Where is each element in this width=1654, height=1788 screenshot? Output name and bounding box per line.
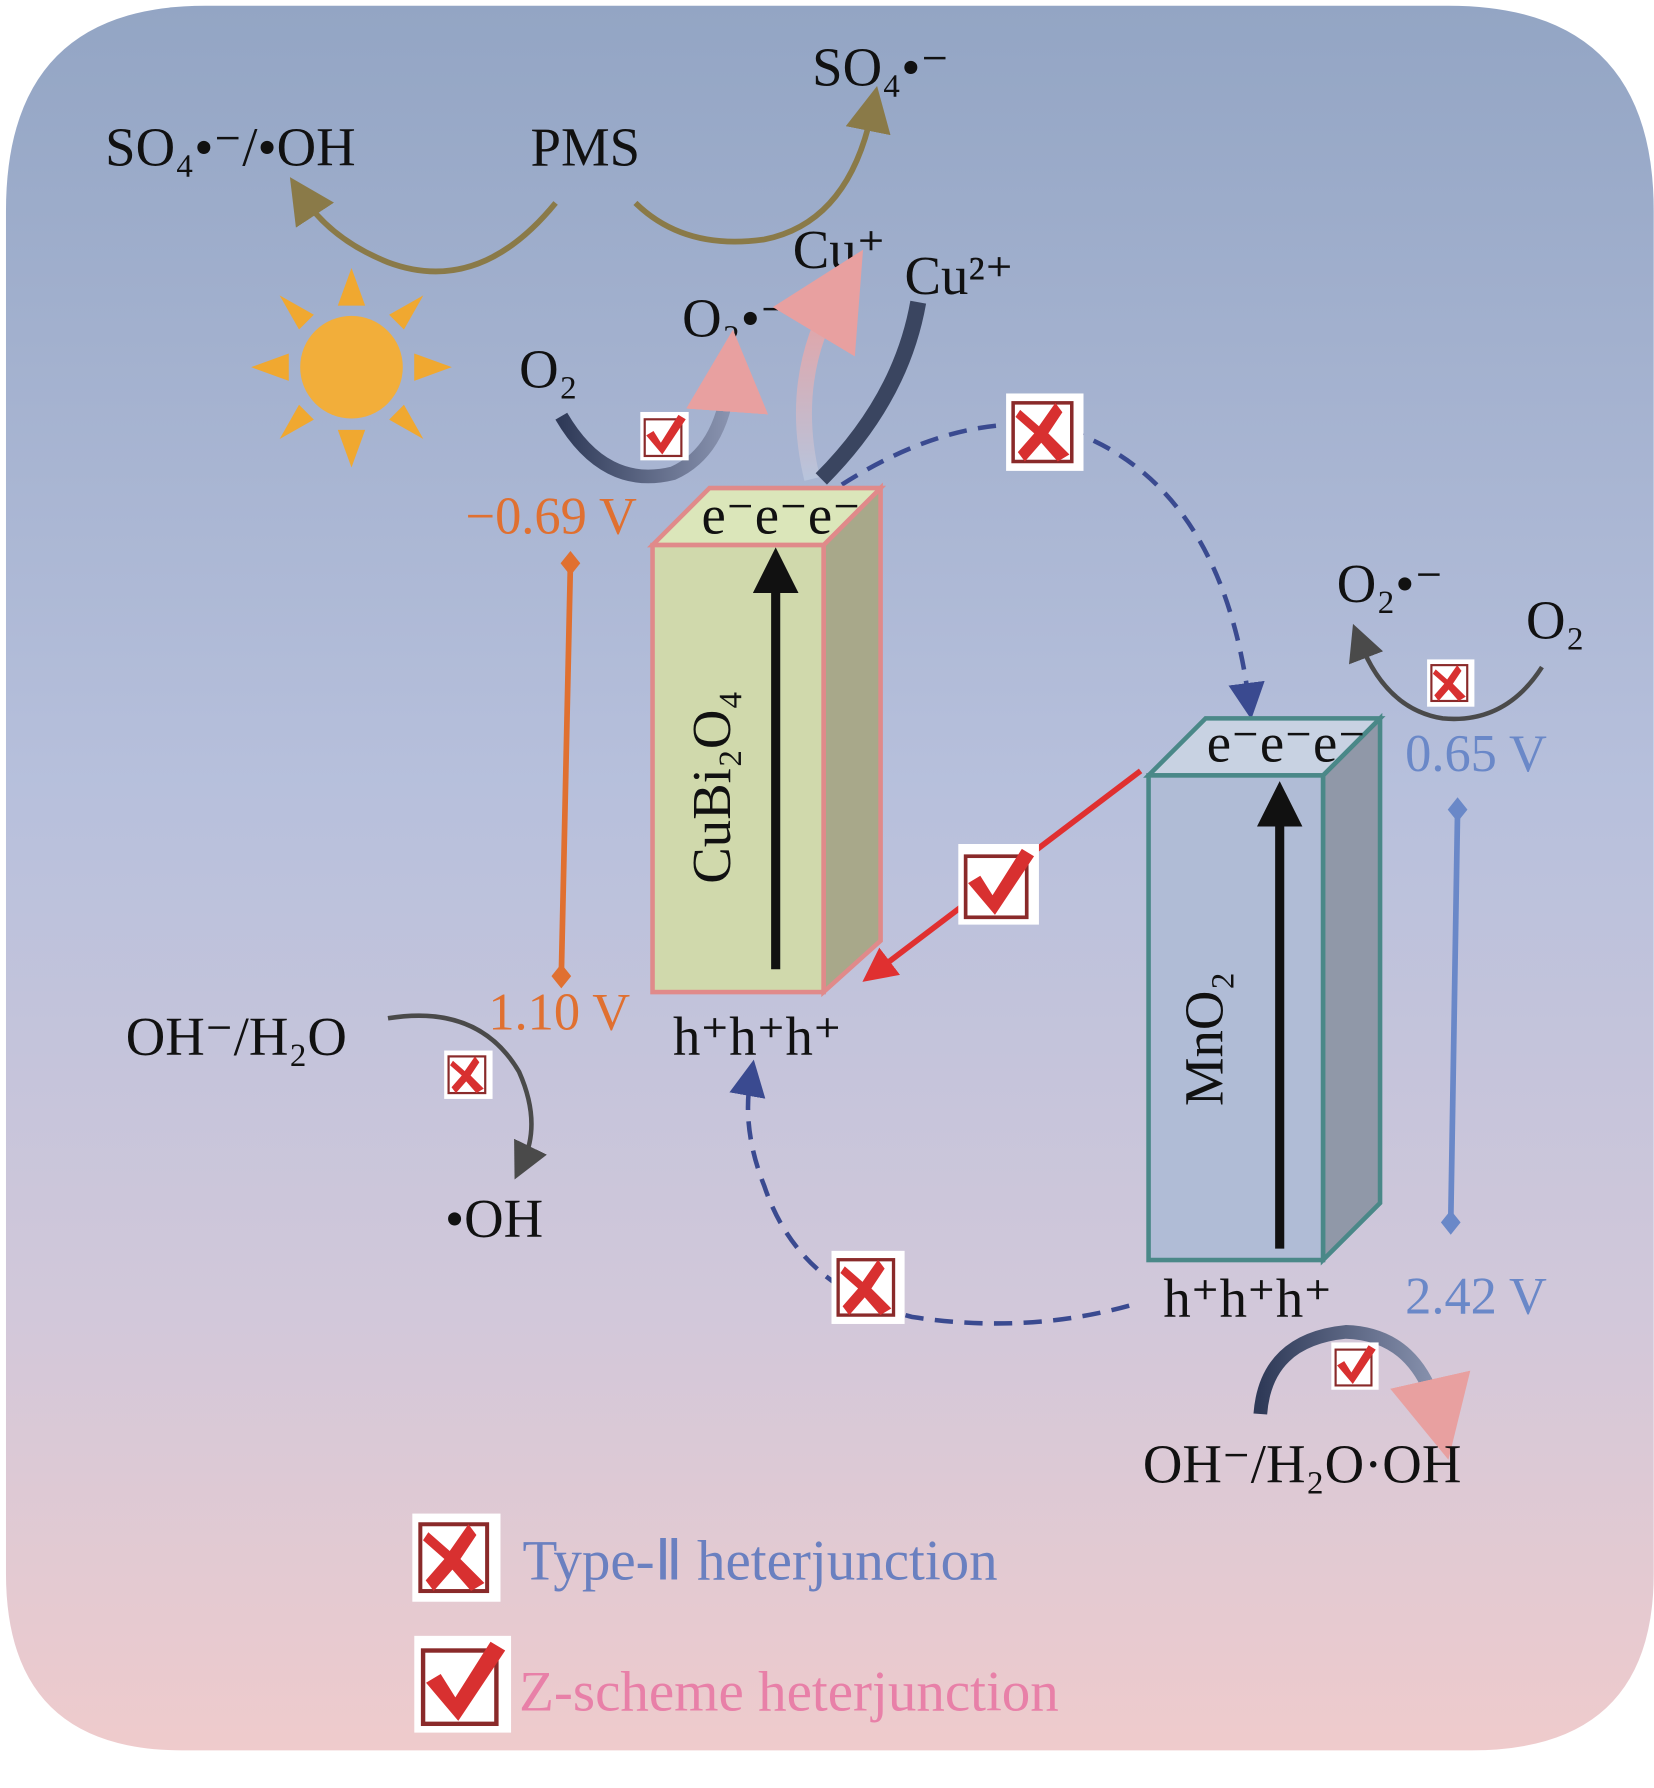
type2-cross-icon [829, 1249, 907, 1326]
cubi2o4-bandgap-line [551, 550, 581, 989]
cubi2o4-holes: h⁺h⁺h⁺ [673, 1006, 842, 1067]
oh-h2o-to-oh-right-arrow [1253, 1325, 1471, 1460]
pms-to-so4-arrow [633, 85, 891, 245]
z-scheme-check-icon [1330, 1341, 1380, 1391]
mno2-band-block [1143, 712, 1386, 1266]
oh-radical-label: •OH [445, 1188, 543, 1249]
o2-radical-right-label: O₂•⁻ [1337, 553, 1444, 614]
type2-cross-icon [443, 1049, 494, 1101]
cubi2o4-electrons: e⁻e⁻e⁻ [702, 485, 862, 546]
type2-cross-icon [1004, 391, 1086, 473]
cu-plus-label: Cu⁺ [793, 219, 886, 280]
o2-to-radical-arrow [555, 329, 769, 484]
cu-2plus-label: Cu²⁺ [905, 245, 1014, 306]
legend-type2-label: Type-Ⅱ heterjunction [523, 1529, 998, 1592]
legend-z-scheme-label: Z-scheme heterjunction [519, 1660, 1059, 1723]
sun-icon [251, 267, 452, 468]
legend: Type-Ⅱ heterjunction Z-scheme heterjunct… [412, 1514, 1059, 1733]
so4-label: SO₄•⁻ [812, 37, 949, 98]
o2-left-label: O₂ [519, 339, 578, 400]
cubi2o4-vb-potential: 1.10 V [488, 984, 630, 1042]
mno2-vb-potential: 2.42 V [1405, 1268, 1547, 1326]
oh-h2o-to-oh-arrow [387, 1013, 547, 1180]
pms-label: PMS [531, 116, 641, 177]
cubi2o4-cb-potential: −0.69 V [466, 488, 638, 546]
mno2-bandgap-line [1440, 797, 1468, 1235]
z-scheme-check-icon [639, 410, 690, 462]
o2-radical-left-label: O₂•⁻ [682, 287, 789, 348]
mno2-label: MnO₂ [1174, 971, 1235, 1106]
z-scheme-check-icon [956, 842, 1041, 927]
oh-h2o-oh-right-label: OH⁻/H₂O·OH [1143, 1433, 1461, 1494]
mno2-cb-potential: 0.65 V [1405, 725, 1547, 783]
so4-oh-label: SO₄•⁻/•OH [105, 116, 355, 177]
oh-h2o-left-label: OH⁻/H₂O [126, 1006, 347, 1067]
cu-plus-arrow [772, 249, 864, 481]
type2-cross-icon [1426, 658, 1476, 708]
legend-type2-cross-icon [412, 1514, 500, 1602]
mno2-holes: h⁺h⁺h⁺ [1163, 1268, 1332, 1329]
cubi2o4-label: CuBi₂O₄ [681, 691, 742, 884]
cu-2plus-curve [815, 300, 927, 485]
mno2-electrons: e⁻e⁻e⁻ [1207, 713, 1367, 774]
cubi2o4-band-block [647, 482, 887, 998]
legend-z-scheme-check-icon [414, 1636, 511, 1733]
o2-right-label: O₂ [1526, 590, 1585, 651]
pms-to-so4-oh-arrow [289, 177, 558, 275]
o2-right-to-radical-arrow [1349, 623, 1544, 722]
